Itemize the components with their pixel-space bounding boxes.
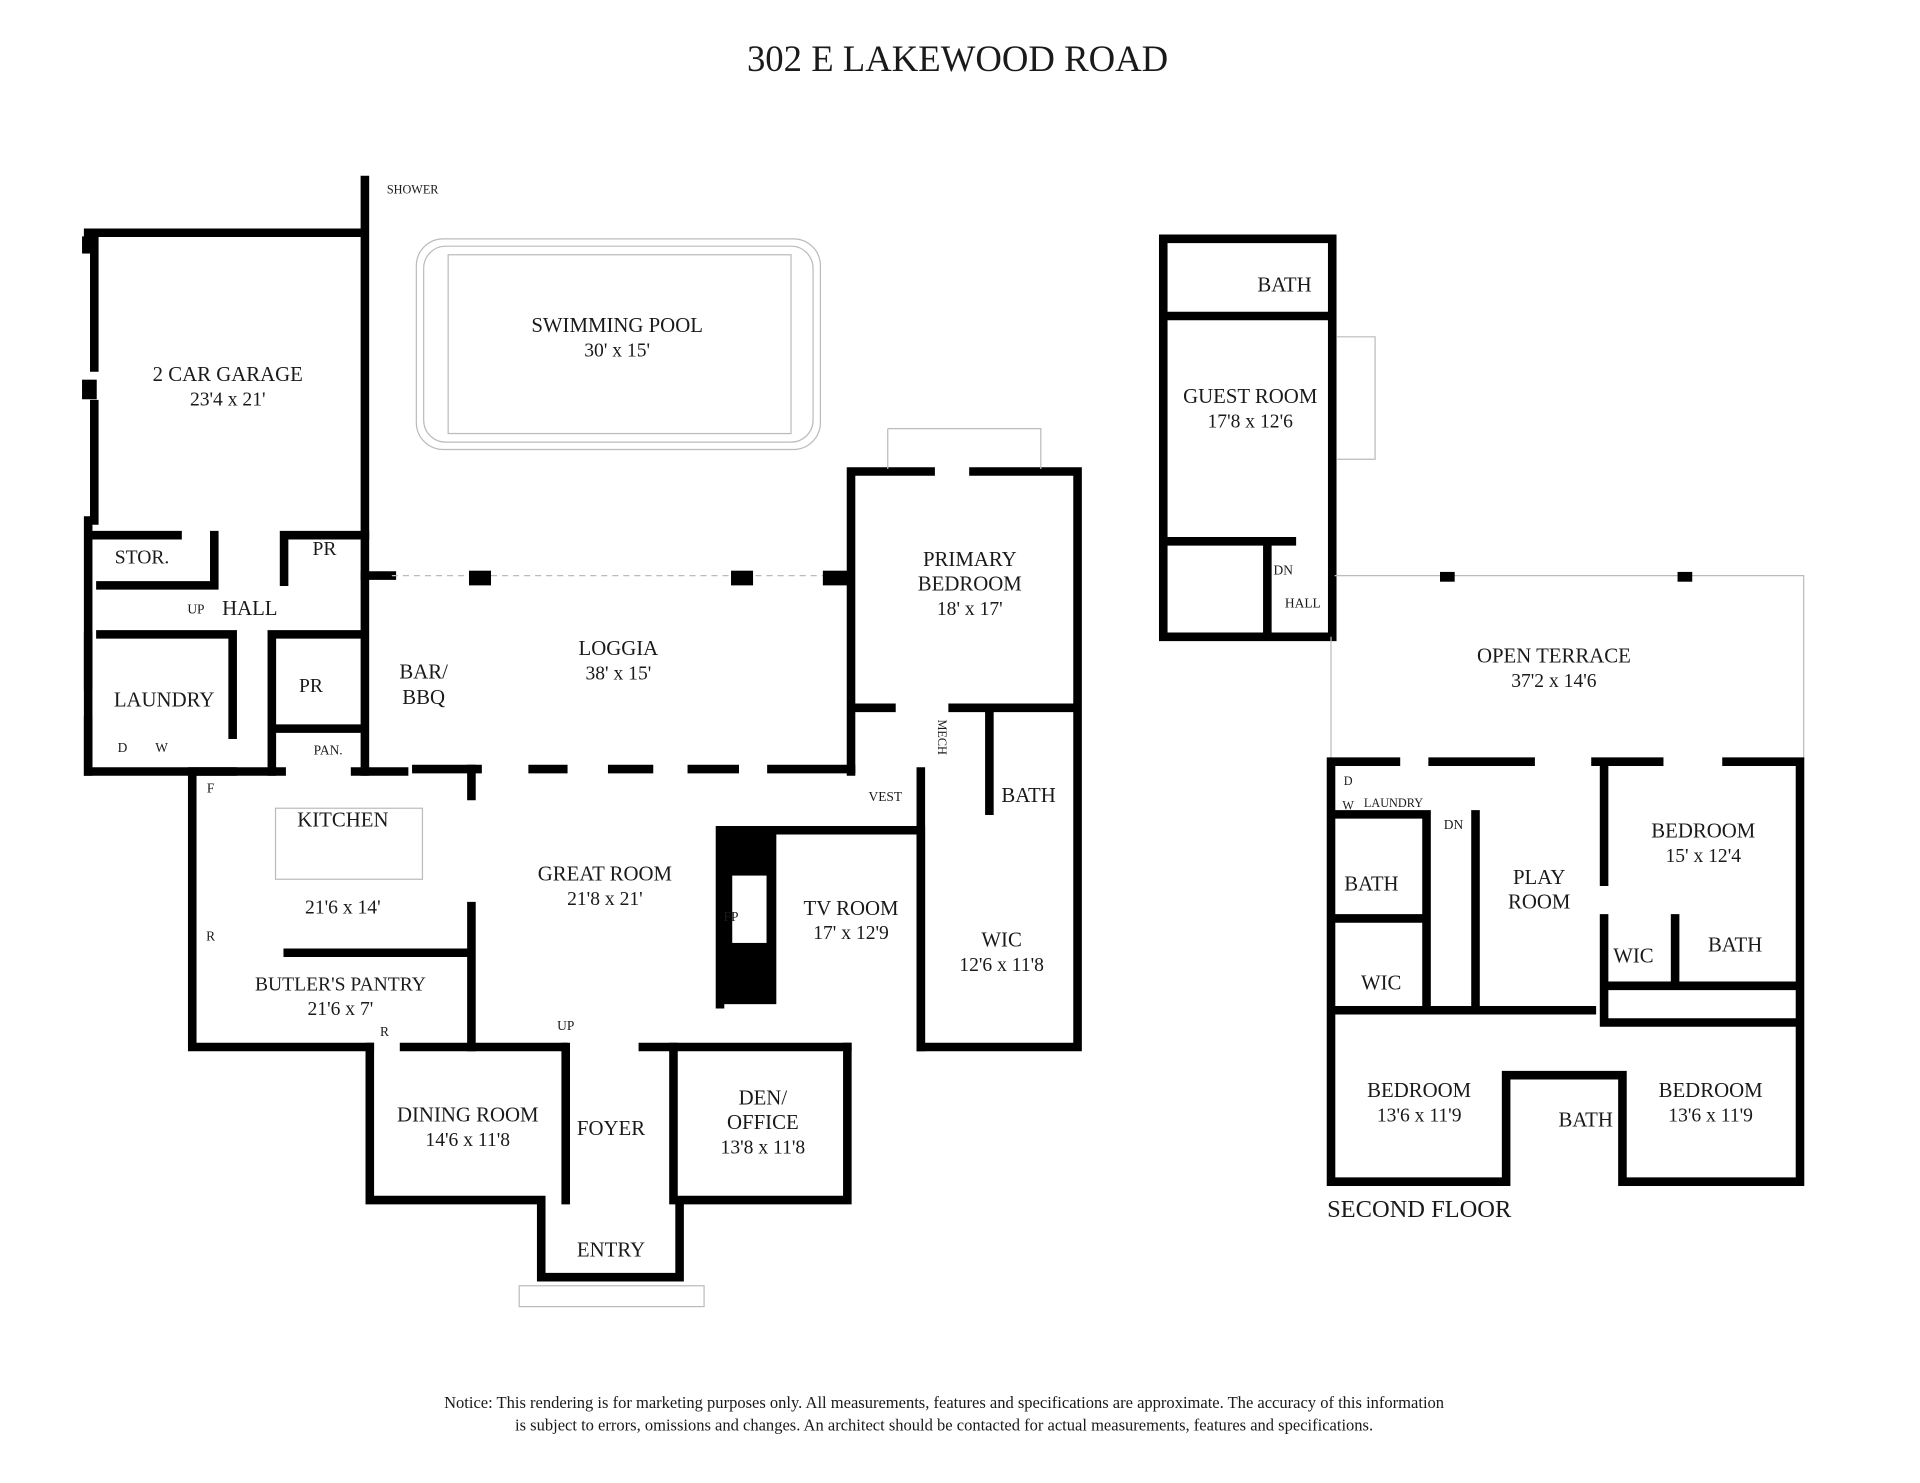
sf-bath-2: BATH	[1708, 933, 1762, 957]
bedroom-3-dims: 13'6 x 11'9	[1668, 1106, 1753, 1127]
notice-line-1: Notice: This rendering is for marketing …	[444, 1393, 1445, 1412]
butlers-pantry-dims: 21'6 x 7'	[308, 999, 374, 1020]
sf-dryer-label: D	[1344, 774, 1353, 788]
bath-label: BATH	[1001, 783, 1055, 807]
sf-bath-3: BATH	[1559, 1108, 1613, 1132]
bedroom-1-dims: 15' x 12'4	[1665, 846, 1741, 867]
mech-label: MECH	[935, 720, 949, 756]
range-label-2: R	[380, 1024, 389, 1039]
sf-bath-1: BATH	[1344, 871, 1398, 895]
dryer-label: D	[118, 740, 128, 755]
sf-washer-label: W	[1342, 798, 1354, 812]
bedroom-1-name: BEDROOM	[1651, 819, 1755, 843]
sf-wic-2: WIC	[1613, 944, 1653, 968]
loggia-name: LOGGIA	[579, 636, 659, 660]
pool-dims: 30' x 15'	[584, 340, 650, 361]
bar-label-2: BBQ	[402, 685, 445, 709]
butlers-pantry-name: BUTLER'S PANTRY	[255, 975, 426, 996]
great-room-dims: 21'8 x 21'	[567, 889, 643, 910]
kitchen-name: KITCHEN	[297, 808, 388, 832]
first-floor-walls: D W	[82, 175, 1082, 1308]
fridge-label: F	[207, 780, 214, 795]
den-dims: 13'8 x 11'8	[721, 1138, 806, 1159]
pantry-label: PAN.	[314, 742, 343, 757]
primary-bedroom-line1: PRIMARY	[923, 547, 1017, 571]
up-label: UP	[187, 602, 204, 617]
sf-wic-1: WIC	[1361, 970, 1401, 994]
pool-name: SWIMMING POOL	[531, 313, 703, 337]
bedroom-2-name: BEDROOM	[1367, 1078, 1471, 1102]
notice-line-2: is subject to errors, omissions and chan…	[515, 1415, 1373, 1434]
stor-label: STOR.	[115, 547, 170, 568]
pr-label: PR	[313, 539, 338, 560]
second-floor-label: SECOND FLOOR	[1327, 1196, 1512, 1223]
den-line1: DEN/	[739, 1086, 788, 1110]
wic-name: WIC	[981, 928, 1021, 952]
guest-house: BATH GUEST ROOM 17'8 x 12'6 DN HALL	[1158, 234, 1376, 642]
great-room-name: GREAT ROOM	[538, 861, 672, 885]
dining-name: DINING ROOM	[397, 1103, 539, 1127]
shower-label: SHOWER	[387, 183, 439, 197]
tv-room-name: TV ROOM	[804, 896, 899, 920]
sf-dn-label: DN	[1444, 817, 1464, 832]
laundry-label: LAUNDRY	[114, 688, 215, 712]
garage-dims: 23'4 x 21'	[190, 389, 266, 410]
pr-label-2: PR	[299, 676, 324, 697]
foyer-label: FOYER	[577, 1116, 645, 1140]
guest-room-name: GUEST ROOM	[1183, 384, 1317, 408]
up-label-2: UP	[557, 1018, 574, 1033]
play-room-line2: ROOM	[1508, 890, 1570, 914]
guest-room-dims: 17'8 x 12'6	[1208, 411, 1294, 432]
primary-bedroom-line2: BEDROOM	[918, 571, 1022, 595]
open-terrace-name: OPEN TERRACE	[1477, 644, 1631, 668]
range-label: R	[206, 928, 215, 943]
vest-label: VEST	[868, 789, 902, 804]
wic-dims: 12'6 x 11'8	[959, 955, 1044, 976]
washer-label: W	[155, 740, 168, 755]
entry-label: ENTRY	[577, 1237, 645, 1261]
open-terrace-dims: 37'2 x 14'6	[1511, 671, 1597, 692]
loggia-dims: 38' x 15'	[585, 664, 651, 685]
fireplace-label: FP	[724, 909, 739, 924]
kitchen-dims: 21'6 x 14'	[305, 898, 381, 919]
guest-bath-label: BATH	[1257, 273, 1311, 297]
primary-bedroom-dims: 18' x 17'	[937, 599, 1003, 620]
dining-dims: 14'6 x 11'8	[425, 1130, 510, 1151]
tv-room-dims: 17' x 12'9	[813, 923, 889, 944]
bedroom-2-dims: 13'6 x 11'9	[1377, 1106, 1462, 1127]
hall-label: HALL	[222, 596, 277, 620]
guest-hall-label: HALL	[1285, 595, 1321, 610]
second-floor: OPEN TERRACE 37'2 x 14'6 D W LAUNDRY DN …	[1326, 571, 1805, 1223]
first-floor-labels: SHOWER 2 CAR GARAGE 23'4 x 21' SWIMMING …	[114, 183, 1056, 1262]
bar-label-1: BAR/	[399, 659, 448, 683]
bedroom-3-name: BEDROOM	[1659, 1078, 1763, 1102]
play-room-line1: PLAY	[1513, 865, 1565, 889]
plan-title: 302 E LAKEWOOD ROAD	[747, 38, 1168, 79]
garage-name: 2 CAR GARAGE	[153, 362, 303, 386]
den-line2: OFFICE	[727, 1110, 799, 1134]
sf-laundry-label: LAUNDRY	[1364, 796, 1423, 810]
guest-dn-label: DN	[1274, 562, 1294, 577]
